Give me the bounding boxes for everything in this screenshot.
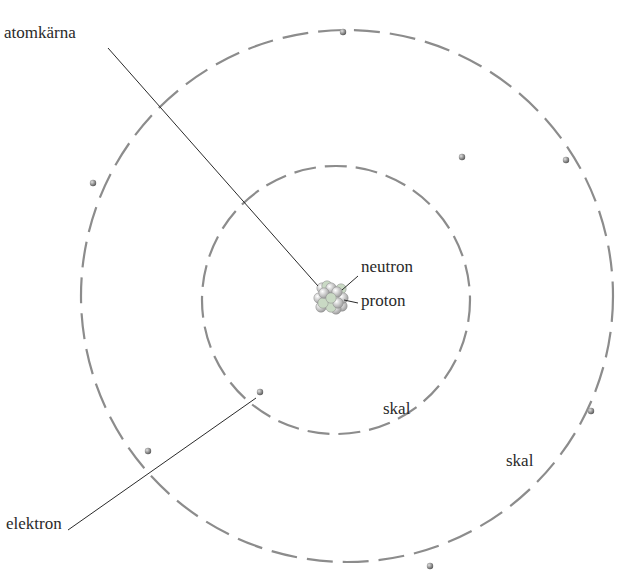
outer-shell [81, 30, 613, 562]
nucleon [326, 293, 336, 303]
electron-dot [588, 408, 594, 414]
inner-shell [202, 166, 470, 434]
leader-lines [68, 48, 358, 530]
nucleus [314, 281, 348, 314]
electron-dot [145, 448, 151, 454]
electron-dot [427, 563, 433, 569]
electron-dot [257, 389, 263, 395]
electron-dot [459, 154, 465, 160]
part-label: neutron [361, 258, 413, 277]
electrons [90, 29, 594, 569]
leader-line [68, 398, 256, 530]
electron-dot [340, 29, 346, 35]
electron-dot [90, 180, 96, 186]
part-label: atomkärna [4, 24, 76, 43]
leader-line [344, 300, 358, 303]
shell-label: skal [383, 400, 410, 419]
part-label: elektron [6, 515, 62, 534]
leader-line [108, 48, 318, 286]
part-label: proton [361, 292, 405, 311]
electron-dot [563, 157, 569, 163]
shell-label: skal [506, 452, 533, 471]
leader-line [342, 276, 358, 290]
